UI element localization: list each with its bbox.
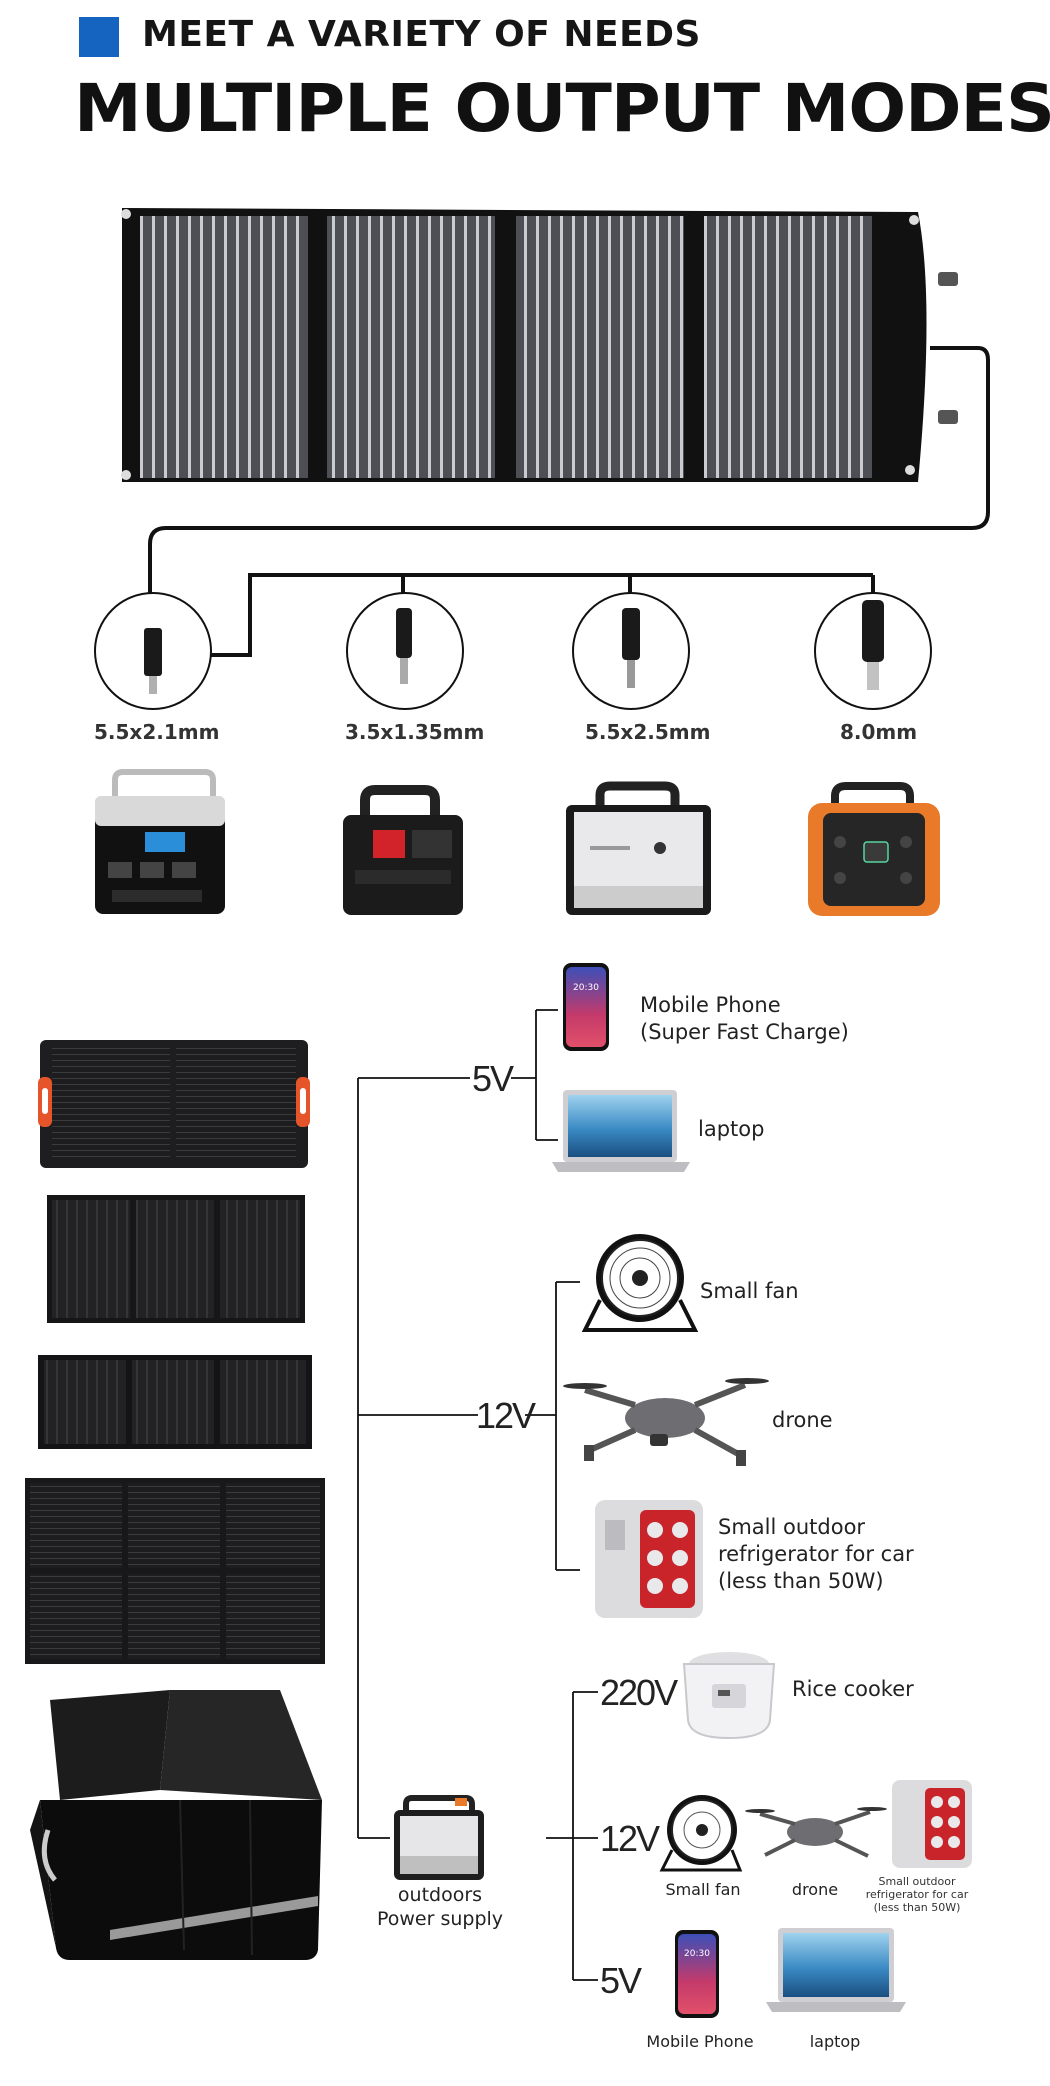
panel-slim [38, 1355, 312, 1449]
drone-icon-2 [745, 1807, 887, 1858]
svg-text:20:30: 20:30 [573, 983, 599, 993]
small-fan-icon-2 [659, 1795, 743, 1872]
small-label-laptop: laptop [809, 2032, 861, 2051]
mini-fridge-icon-2 [892, 1780, 972, 1868]
car-trunk-organizer [30, 1690, 322, 1960]
panel-three-fold [47, 1195, 305, 1323]
svg-text:20:30: 20:30 [684, 1949, 710, 1959]
voltage-label-5v: 5V [472, 1058, 514, 1099]
mini-fridge-icon [595, 1500, 703, 1618]
voltage-label-5v-outdoor: 5V [600, 1960, 642, 2001]
power-station-silver [566, 781, 711, 915]
laptop-icon [552, 1090, 690, 1172]
folding-solar-panel [121, 208, 958, 482]
small-label-mobile-phone: Mobile Phone [646, 2032, 754, 2051]
device-label-drone: drone [772, 1408, 833, 1432]
connector-label-4: 8.0mm [840, 720, 918, 744]
voltage-label-12v: 12V [476, 1395, 536, 1436]
panel-with-orange-handles [38, 1040, 310, 1168]
connector-label-1: 5.5x2.1mm [94, 720, 220, 744]
panel-six-cell [25, 1478, 325, 1664]
device-label-mobile-phone: Mobile Phone (Super Fast Charge) [640, 993, 849, 1044]
laptop-icon-2 [766, 1928, 906, 2012]
small-label-refrigerator: Small outdoor refrigerator for car (less… [865, 1875, 969, 1914]
connector-label-3: 5.5x2.5mm [585, 720, 711, 744]
header-accent-square [79, 17, 119, 57]
voltage-label-12v-outdoor: 12V [600, 1818, 660, 1859]
outdoor-supply-label: outdoors Power supply [376, 1884, 504, 1930]
power-station-black [95, 769, 225, 914]
outdoor-power-supply-icon [394, 1795, 484, 1880]
device-label-rice-cooker: Rice cooker [792, 1677, 914, 1701]
mobile-phone-icon: 20:30 [563, 963, 609, 1051]
device-label-refrigerator: Small outdoor refrigerator for car (less… [718, 1515, 914, 1593]
power-station-red [343, 785, 463, 915]
fan-icon [581, 1234, 699, 1332]
device-label-laptop: laptop [698, 1117, 765, 1141]
drone-icon [563, 1378, 769, 1466]
header-subtitle: MEET A VARIETY OF NEEDS [142, 14, 701, 55]
power-station-orange [808, 782, 940, 916]
connector-label-2: 3.5x1.35mm [345, 720, 485, 744]
rice-cooker-icon [682, 1652, 776, 1740]
page-title: MULTIPLE OUTPUT MODES [74, 70, 1050, 147]
small-label-drone: drone [791, 1880, 839, 1899]
small-label-small-fan: Small fan [665, 1880, 741, 1899]
device-label-small-fan: Small fan [700, 1279, 799, 1303]
branch-lines [357, 1009, 598, 1981]
mobile-phone-icon-2: 20:30 [675, 1930, 719, 2018]
connector-circles [94, 592, 932, 710]
voltage-label-220v: 220V [600, 1672, 678, 1713]
